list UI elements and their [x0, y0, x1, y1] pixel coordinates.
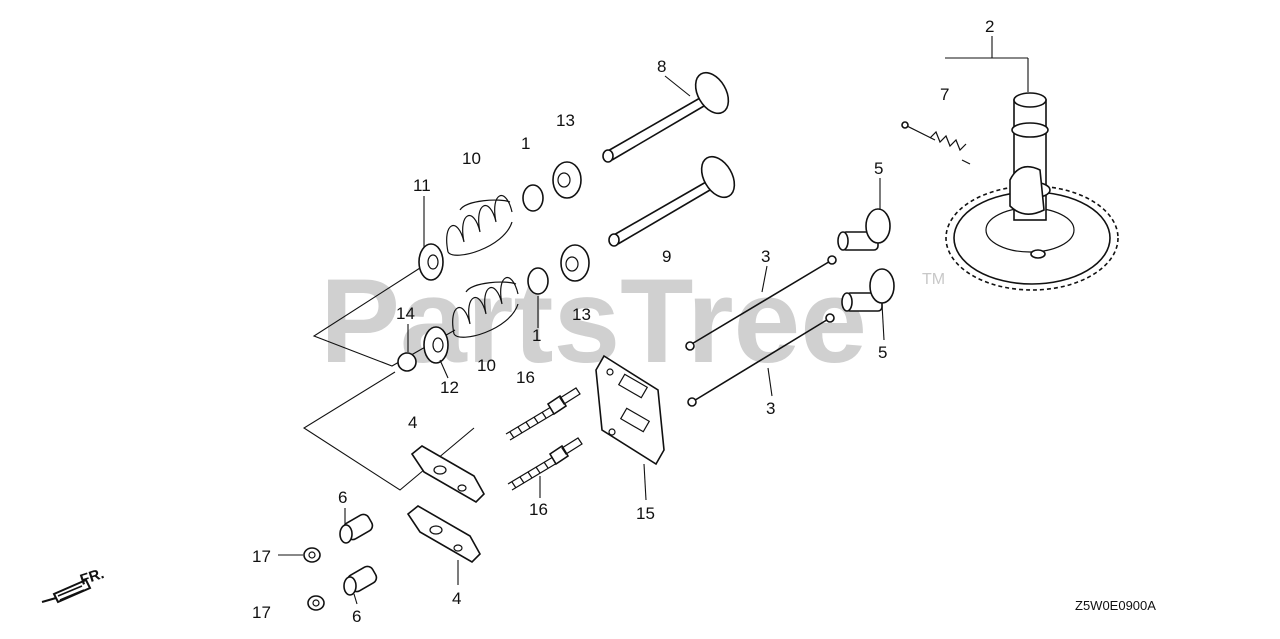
direction-label: FR.: [78, 565, 106, 589]
valve-cotter-lower[interactable]: [527, 267, 549, 295]
callout-7: 7: [940, 85, 949, 104]
rocker-pivot-bolt-lower[interactable]: [507, 437, 583, 491]
callout-16-upper: 16: [516, 368, 535, 387]
callout-11: 11: [413, 176, 431, 195]
callout-13-lower: 13: [572, 305, 591, 324]
callout-14: 14: [396, 304, 415, 323]
callout-1-upper: 1: [521, 134, 530, 153]
valve-cotter-upper[interactable]: [522, 184, 544, 212]
callout-16-lower: 16: [529, 500, 548, 519]
valve-spring-upper[interactable]: [446, 194, 513, 256]
rocker-pivot-upper[interactable]: [339, 512, 375, 544]
tappet-upper[interactable]: [837, 208, 891, 251]
push-rod-lower[interactable]: [687, 313, 835, 407]
callout-13-upper: 13: [556, 111, 575, 130]
diagram-code: Z5W0E0900A: [1075, 598, 1156, 613]
callout-5-lower: 5: [878, 343, 887, 362]
callout-8: 8: [657, 57, 666, 76]
intake-valve[interactable]: [608, 151, 741, 247]
callout-1-lower: 1: [532, 326, 541, 345]
callout-12: 12: [440, 378, 459, 397]
push-rod-guide-plate[interactable]: [595, 354, 665, 466]
callout-4-upper: 4: [408, 413, 417, 432]
valve-retainer-upper[interactable]: [552, 161, 582, 199]
tappet-lower[interactable]: [841, 268, 895, 312]
valve-cap[interactable]: [397, 352, 417, 372]
rocker-arm-upper[interactable]: [410, 445, 485, 503]
spring-seat-washer-upper[interactable]: [418, 243, 444, 281]
rocker-arm-lower[interactable]: [406, 505, 481, 563]
callout-10-lower: 10: [477, 356, 496, 375]
spring-seat-washer-lower[interactable]: [423, 326, 449, 364]
front-direction-arrow-icon: [41, 578, 92, 604]
valve-retainer-lower[interactable]: [560, 244, 590, 282]
callout-9: 9: [662, 247, 671, 266]
watermark-tm: TM: [922, 271, 945, 288]
callout-10-upper: 10: [462, 149, 481, 168]
push-rod-upper[interactable]: [685, 255, 837, 351]
decompressor-spring[interactable]: [901, 121, 971, 165]
rocker-pivot-lower[interactable]: [343, 564, 379, 596]
valve-spring-lower[interactable]: [452, 276, 519, 338]
exhaust-valve[interactable]: [602, 67, 735, 163]
callout-2: 2: [985, 17, 994, 36]
callout-4-lower: 4: [452, 589, 461, 608]
callout-5-upper: 5: [874, 159, 883, 178]
rocker-pivot-bolt-upper[interactable]: [505, 387, 581, 441]
leader-lines: [278, 75, 885, 605]
callout-17-lower: 17: [252, 603, 271, 622]
callout-6-lower: 6: [352, 607, 361, 626]
camshaft-gear[interactable]: [945, 92, 1119, 291]
callout-6-upper: 6: [338, 488, 347, 507]
adjust-nut-lower[interactable]: [307, 595, 325, 611]
callout-3-upper: 3: [761, 247, 770, 266]
callout-17-upper: 17: [252, 547, 271, 566]
callout-3-lower: 3: [766, 399, 775, 418]
callout-15: 15: [636, 504, 655, 523]
adjust-nut-upper[interactable]: [303, 547, 321, 563]
